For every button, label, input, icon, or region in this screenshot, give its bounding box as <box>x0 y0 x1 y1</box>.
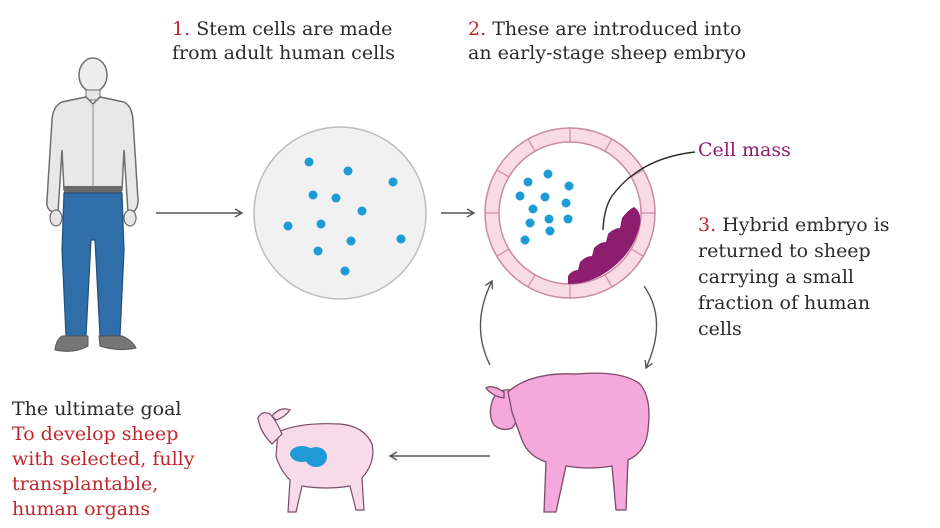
goal-line2: with selected, fully <box>12 448 195 470</box>
step2-line2: an early-stage sheep embryo <box>468 42 747 64</box>
step3-label: 3. Hybrid embryo is returned to sheep ca… <box>698 212 890 342</box>
goal-line4: human organs <box>12 498 151 520</box>
goal-line3: transplantable, <box>12 473 159 495</box>
person-icon <box>46 57 139 352</box>
step2-label: 2. These are introduced into an early-st… <box>468 17 746 65</box>
step3-number: 3. <box>698 214 717 236</box>
goal-line1: To develop sheep <box>12 423 179 445</box>
step1-number: 1. <box>172 18 191 40</box>
step2-line1: These are introduced into <box>492 18 742 40</box>
cell-mass-pointer <box>602 151 696 231</box>
step3-line5: cells <box>698 318 742 340</box>
lamb-icon <box>257 408 374 513</box>
step2-number: 2. <box>468 18 487 40</box>
human-organ-icon <box>290 446 327 467</box>
step1-label: 1. Stem cells are made from adult human … <box>172 17 395 65</box>
step1-line1: Stem cells are made <box>196 18 393 40</box>
step3-line1: Hybrid embryo is <box>722 214 890 236</box>
arrow-sheep-to-embryo <box>479 279 494 366</box>
cell-mass-label: Cell mass <box>698 139 791 161</box>
stem-cell-dish-icon <box>253 126 427 300</box>
arrow-embryo-to-sheep <box>643 285 658 370</box>
goal-heading: The ultimate goal <box>12 398 182 420</box>
step3-line2: returned to sheep <box>698 240 871 262</box>
goal-text: The ultimate goal To develop sheep with … <box>12 397 195 522</box>
step3-line3: carrying a small <box>698 266 854 288</box>
cell-mass-shape <box>568 207 641 284</box>
step1-line2: from adult human cells <box>172 42 395 64</box>
embryo-icon <box>484 127 656 299</box>
sheep-icon <box>485 372 650 513</box>
step3-line4: fraction of human <box>698 292 871 314</box>
